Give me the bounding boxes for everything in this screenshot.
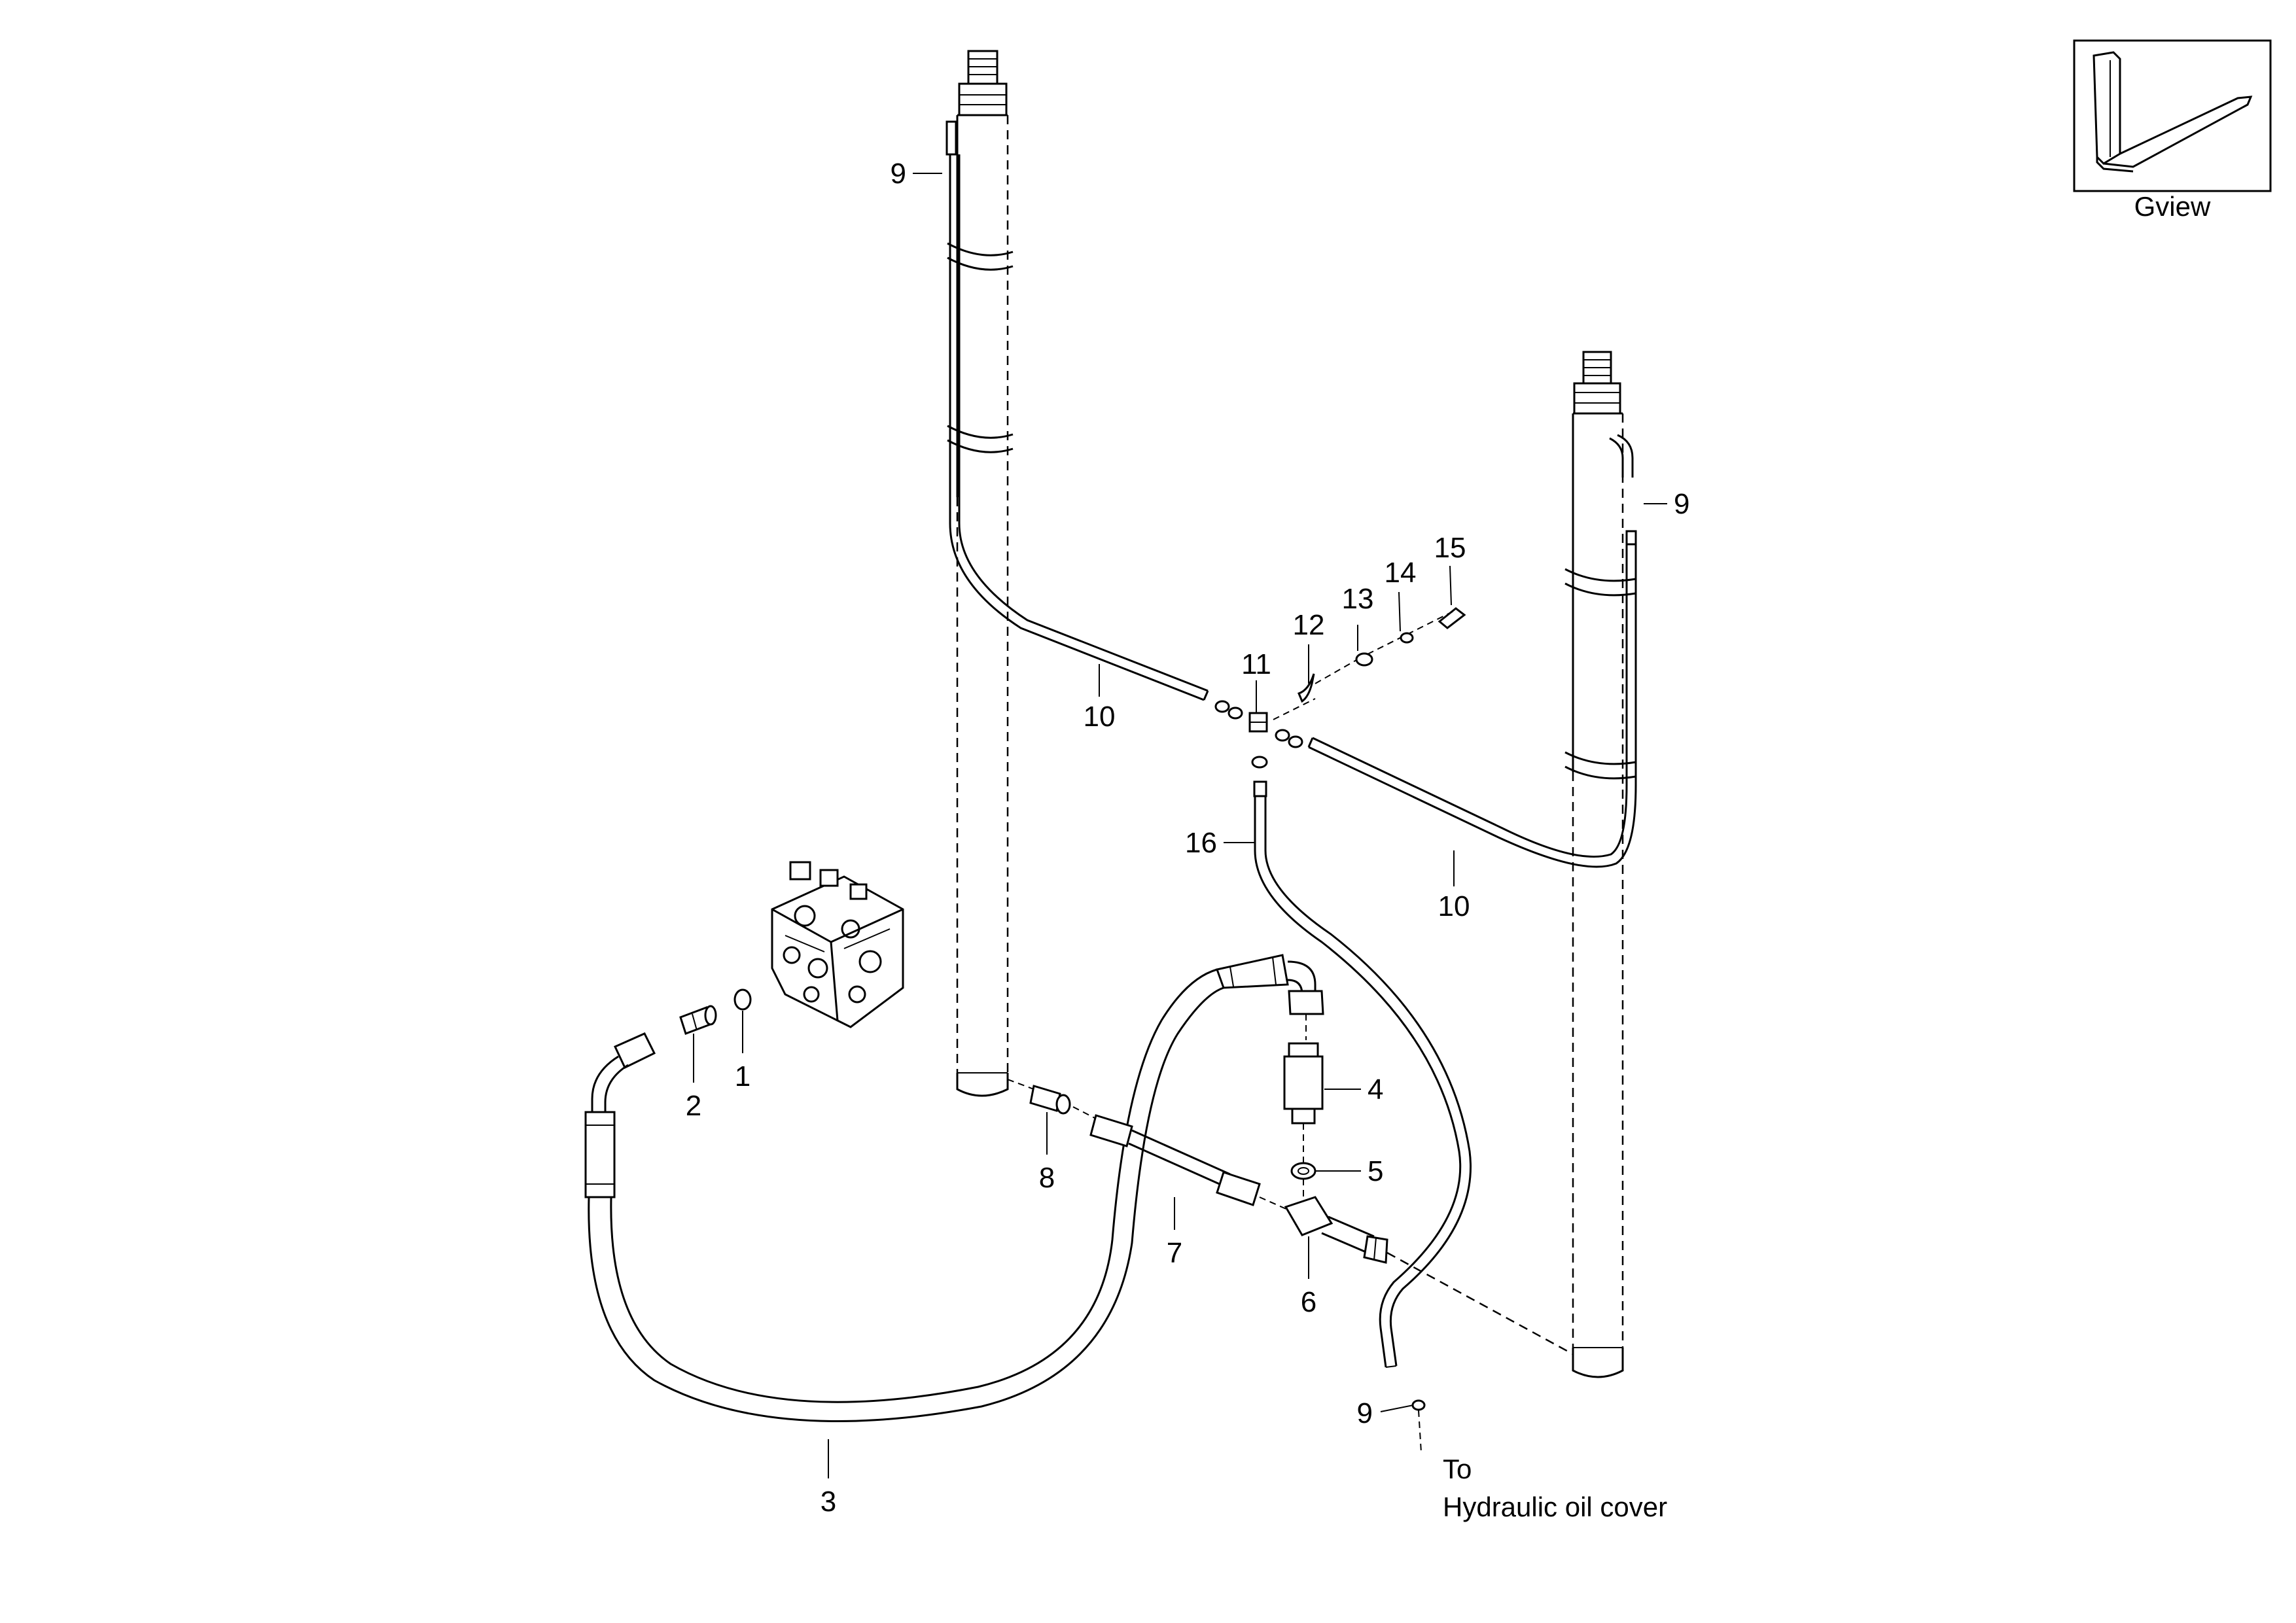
callout-13: 13	[1342, 583, 1374, 615]
callout-2: 2	[686, 1090, 701, 1122]
fork-icon	[2093, 51, 2253, 173]
callout-14: 14	[1385, 557, 1417, 589]
callout-12: 12	[1293, 609, 1325, 641]
callout-6: 6	[1301, 1286, 1316, 1318]
callout-8: 8	[1039, 1162, 1055, 1194]
callout-9-bottom: 9	[1357, 1397, 1373, 1429]
callout-7: 7	[1167, 1237, 1182, 1269]
callout-4: 4	[1368, 1073, 1383, 1106]
callout-10-right: 10	[1438, 890, 1470, 922]
callout-3: 3	[821, 1486, 836, 1518]
fitting-8	[1007, 1079, 1071, 1115]
callouts: 1 2 3 4 5 6 7 8 9 9 9 10 10 11 12 13 14 …	[686, 158, 1690, 1518]
fitting-1-oring	[733, 988, 752, 1011]
check-valve-4	[1283, 1042, 1324, 1125]
left-lift-cylinder	[945, 50, 1014, 1097]
tube-10-left	[949, 154, 1209, 701]
right-lift-cylinder	[1564, 351, 1636, 1378]
tube-10-right	[1307, 530, 1637, 868]
destination-note: To Hydraulic oil cover	[1443, 1454, 1667, 1522]
callout-11: 11	[1241, 648, 1271, 680]
note-line-1: To	[1443, 1454, 1472, 1484]
hose-3	[584, 954, 1324, 1422]
gview-label: Gview	[2134, 191, 2211, 222]
callout-1: 1	[735, 1060, 751, 1092]
tee-6	[1284, 1196, 1574, 1355]
callout-5: 5	[1368, 1155, 1383, 1187]
hose-16	[1253, 780, 1472, 1453]
pipe-7	[1072, 1106, 1290, 1211]
leader-lines	[693, 173, 1667, 1478]
callout-15: 15	[1434, 532, 1466, 564]
callout-10-left: 10	[1084, 701, 1116, 733]
gview-inset: Gview	[2073, 39, 2272, 222]
washer-5	[1290, 1162, 1316, 1180]
note-line-2: Hydraulic oil cover	[1443, 1492, 1667, 1522]
callout-9-right: 9	[1674, 488, 1689, 520]
control-valve	[771, 861, 904, 1028]
tee-fitting-group	[1214, 607, 1466, 769]
callout-9-top-left: 9	[891, 158, 906, 190]
callout-16: 16	[1185, 827, 1217, 859]
fitting-2-adapter	[679, 1005, 717, 1035]
